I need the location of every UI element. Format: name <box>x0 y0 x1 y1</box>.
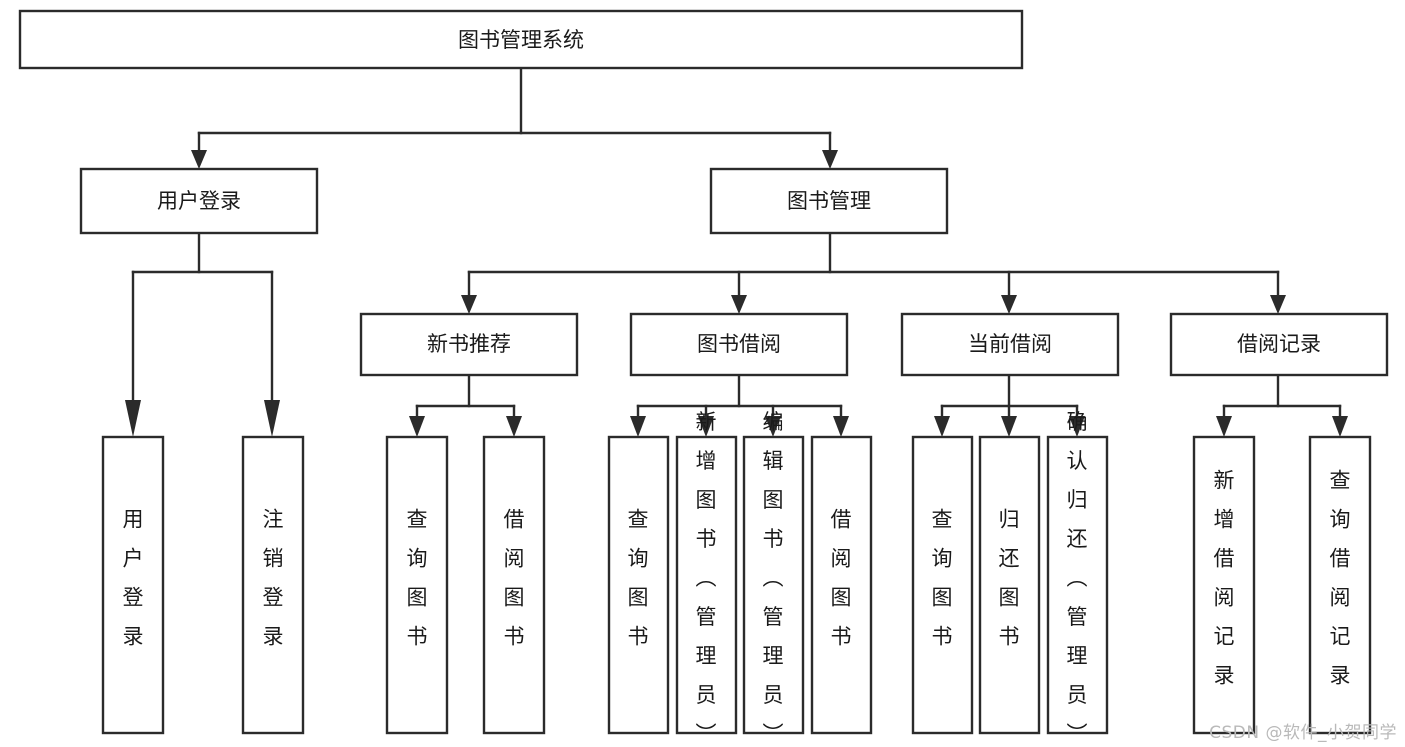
node-leaf-edit-book[interactable]: 编辑图书︵管理员︶ <box>742 410 805 746</box>
node-leaf-add-record-label: 新增借阅记录 <box>1214 469 1235 688</box>
node-leaf-user-login-box[interactable] <box>101 435 165 735</box>
node-user-login-label: 用户登录 <box>157 189 241 213</box>
node-borrow-record-box[interactable] <box>1169 312 1389 377</box>
node-book-manage[interactable]: 图书管理 <box>709 167 949 235</box>
arrow-head-leaf-query-record <box>1332 416 1348 437</box>
node-leaf-add-book-box[interactable] <box>675 435 738 735</box>
node-leaf-query-book-2-box[interactable] <box>607 435 670 735</box>
arrow-head-current-borrow <box>1001 295 1017 314</box>
node-leaf-add-book-label: 新增图书︵管理员︶ <box>696 410 717 746</box>
node-new-book-recommend-label: 新书推荐 <box>427 332 511 356</box>
node-leaf-borrow-book-1[interactable]: 借阅图书 <box>482 435 546 735</box>
arrow-head-leaf-add-record <box>1216 416 1232 437</box>
node-leaf-query-book-1-label: 查询图书 <box>407 508 428 649</box>
node-leaf-return-book-box[interactable] <box>978 435 1041 735</box>
node-leaf-confirm-return[interactable]: 确认归还︵管理员︶ <box>1046 410 1109 746</box>
arrow-head-leaf-add-book <box>698 416 714 437</box>
node-leaf-add-record[interactable]: 新增借阅记录 <box>1192 435 1256 735</box>
node-user-login[interactable]: 用户登录 <box>79 167 319 235</box>
node-book-manage-box[interactable] <box>709 167 949 235</box>
node-root-label: 图书管理系统 <box>458 28 584 52</box>
node-leaf-query-record-label: 查询借阅记录 <box>1330 469 1351 688</box>
node-user-login-box[interactable] <box>79 167 319 235</box>
node-leaf-query-book-1-box[interactable] <box>385 435 449 735</box>
node-leaf-user-logout-label: 注销登录 <box>263 508 284 649</box>
node-leaf-query-book-2-label: 查询图书 <box>628 508 649 649</box>
arrow-head-leaf-borrow-book-1 <box>506 416 522 437</box>
arrow-head-book-manage <box>822 150 838 169</box>
node-leaf-query-book-2[interactable]: 查询图书 <box>607 435 670 735</box>
arrow-head-new-book-recommend <box>461 295 477 314</box>
node-current-borrow-label: 当前借阅 <box>968 332 1052 356</box>
arrow-head-leaf-return-book <box>1001 416 1017 437</box>
node-root[interactable]: 图书管理系统 <box>18 9 1024 70</box>
node-leaf-query-book-3[interactable]: 查询图书 <box>911 435 974 735</box>
node-leaf-borrow-book-1-label: 借阅图书 <box>504 508 525 649</box>
node-leaf-return-book-label: 归还图书 <box>999 508 1020 649</box>
node-leaf-edit-book-box[interactable] <box>742 435 805 735</box>
csdn-watermark: CSDN @软件_小贺同学 <box>1209 723 1397 743</box>
node-leaf-borrow-book-2[interactable]: 借阅图书 <box>810 435 873 735</box>
node-leaf-add-record-box[interactable] <box>1192 435 1256 735</box>
node-root-box[interactable] <box>18 9 1024 70</box>
node-leaf-borrow-book-2-label: 借阅图书 <box>831 508 852 649</box>
node-book-borrow-label: 图书借阅 <box>697 332 781 356</box>
node-current-borrow[interactable]: 当前借阅 <box>900 312 1120 377</box>
arrow-head-leaf-user-logout <box>264 400 280 437</box>
node-borrow-record-label: 借阅记录 <box>1237 332 1321 356</box>
node-leaf-confirm-return-label: 确认归还︵管理员︶ <box>1067 410 1088 746</box>
arrow-head-leaf-user-login <box>125 400 141 437</box>
arrow-head-user-login <box>191 150 207 169</box>
node-book-borrow-box[interactable] <box>629 312 849 377</box>
node-leaf-query-book-3-label: 查询图书 <box>932 508 953 649</box>
node-book-manage-label: 图书管理 <box>787 189 871 213</box>
node-leaf-user-login[interactable]: 用户登录 <box>101 435 165 735</box>
node-leaf-confirm-return-box[interactable] <box>1046 435 1109 735</box>
node-borrow-record[interactable]: 借阅记录 <box>1169 312 1389 377</box>
arrow-head-leaf-query-book-3 <box>934 416 950 437</box>
node-leaf-borrow-book-1-box[interactable] <box>482 435 546 735</box>
node-leaf-query-record[interactable]: 查询借阅记录 <box>1308 435 1372 735</box>
arrow-head-leaf-borrow-book-2 <box>833 416 849 437</box>
node-current-borrow-box[interactable] <box>900 312 1120 377</box>
arrow-head-book-borrow <box>731 295 747 314</box>
node-leaf-query-record-box[interactable] <box>1308 435 1372 735</box>
node-leaf-user-logout[interactable]: 注销登录 <box>241 435 305 735</box>
arrow-head-borrow-record <box>1270 295 1286 314</box>
node-leaf-return-book[interactable]: 归还图书 <box>978 435 1041 735</box>
node-leaf-borrow-book-2-box[interactable] <box>810 435 873 735</box>
node-new-book-recommend[interactable]: 新书推荐 <box>359 312 579 377</box>
arrow-head-leaf-confirm-return <box>1069 416 1085 437</box>
node-leaf-user-login-label: 用户登录 <box>123 508 144 649</box>
node-new-book-recommend-box[interactable] <box>359 312 579 377</box>
node-leaf-add-book[interactable]: 新增图书︵管理员︶ <box>675 410 738 746</box>
node-leaf-query-book-3-box[interactable] <box>911 435 974 735</box>
arrow-head-leaf-edit-book <box>765 416 781 437</box>
node-leaf-user-logout-box[interactable] <box>241 435 305 735</box>
arrow-head-leaf-query-book-1 <box>409 416 425 437</box>
connector-layer <box>125 66 1348 437</box>
node-leaf-query-book-1[interactable]: 查询图书 <box>385 435 449 735</box>
arrow-head-leaf-query-book-2 <box>630 416 646 437</box>
node-book-borrow[interactable]: 图书借阅 <box>629 312 849 377</box>
node-leaf-edit-book-label: 编辑图书︵管理员︶ <box>763 410 784 746</box>
